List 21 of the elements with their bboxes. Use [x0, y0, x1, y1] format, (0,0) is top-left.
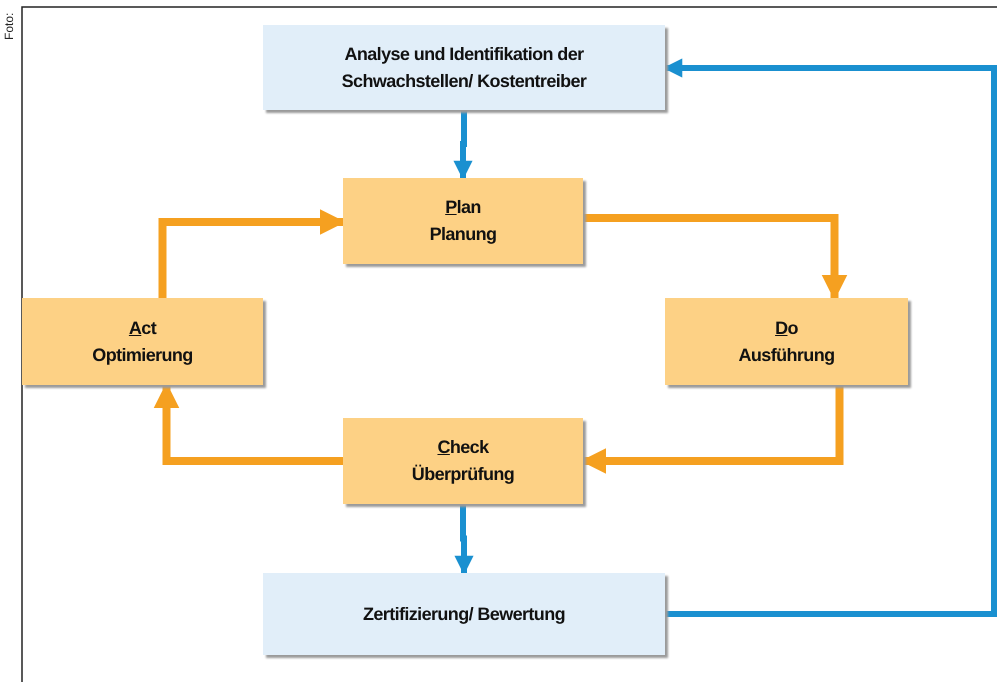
process-box: [343, 178, 583, 264]
photo-credit-label: Foto:: [2, 12, 16, 40]
process-box: [22, 298, 263, 385]
info-box: [263, 25, 665, 110]
arrow: [583, 214, 848, 301]
arrow: [454, 504, 474, 575]
box-text: Optimierung: [92, 344, 193, 367]
arrow: [453, 110, 473, 180]
phase-title: Plan: [445, 196, 481, 219]
phase-title: Do: [775, 316, 798, 340]
box-text: Zertifizierung/ Bewertung: [362, 602, 565, 626]
box-text: Ausführung: [738, 344, 834, 367]
arrow: [663, 58, 997, 617]
box-text: Überprüfung: [412, 463, 514, 486]
process-box: [343, 418, 583, 504]
process-box: [665, 298, 908, 385]
phase-title: Act: [128, 316, 156, 340]
info-box: [263, 573, 665, 655]
box-text: Analyse und Identifikation der Schwachstellen/ Kostentreiber: [340, 42, 588, 92]
phase-title: Check: [437, 436, 489, 459]
box-text: Planung: [430, 223, 496, 246]
